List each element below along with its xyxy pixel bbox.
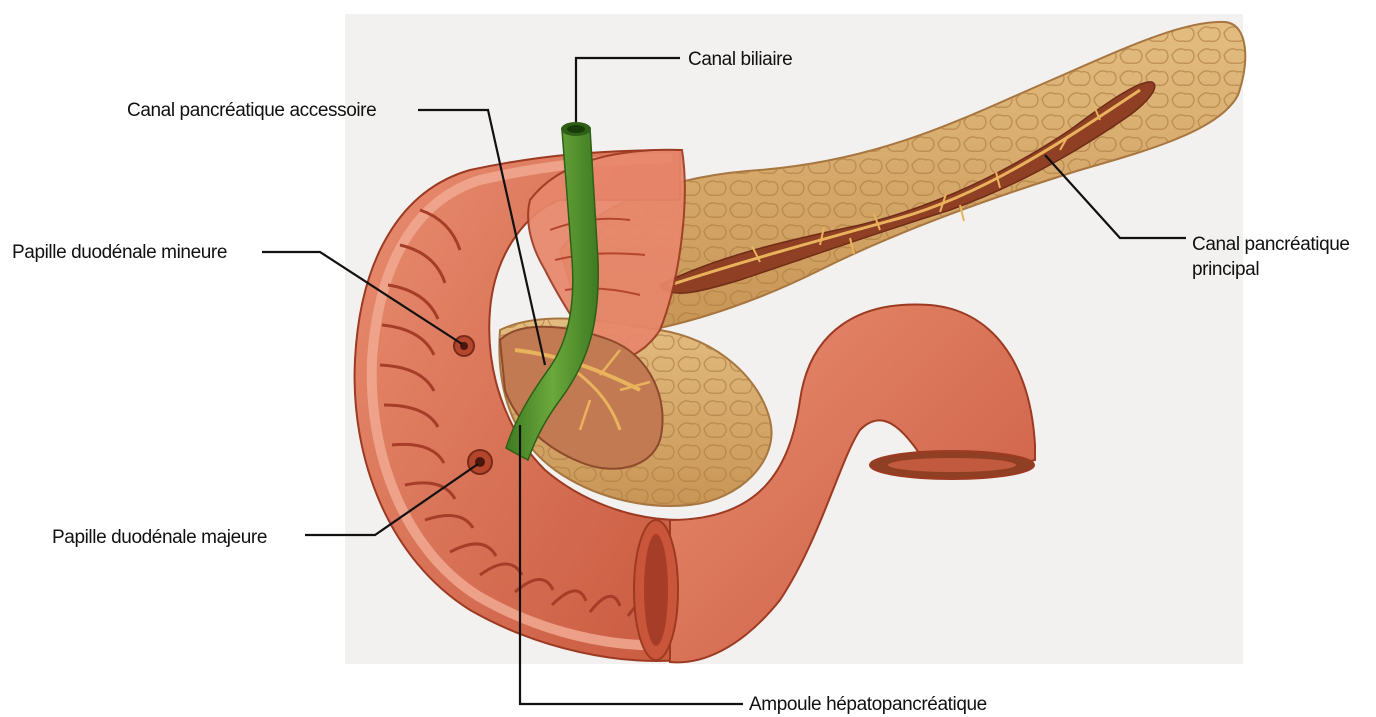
label-major-papilla: Papille duodénale majeure <box>52 525 267 550</box>
label-main-pancreatic-duct: Canal pancréatique principal <box>1192 232 1350 282</box>
label-biliary-duct: Canal biliaire <box>688 47 792 72</box>
label-minor-papilla: Papille duodénale mineure <box>12 240 227 265</box>
major-papilla <box>468 450 492 474</box>
label-accessory-pancreatic-duct: Canal pancréatique accessoire <box>127 98 376 123</box>
label-ampulla: Ampoule hépatopancréatique <box>749 692 987 717</box>
label-main-line2: principal <box>1192 257 1350 282</box>
minor-papilla <box>454 336 474 356</box>
label-main-line1: Canal pancréatique <box>1192 232 1350 257</box>
